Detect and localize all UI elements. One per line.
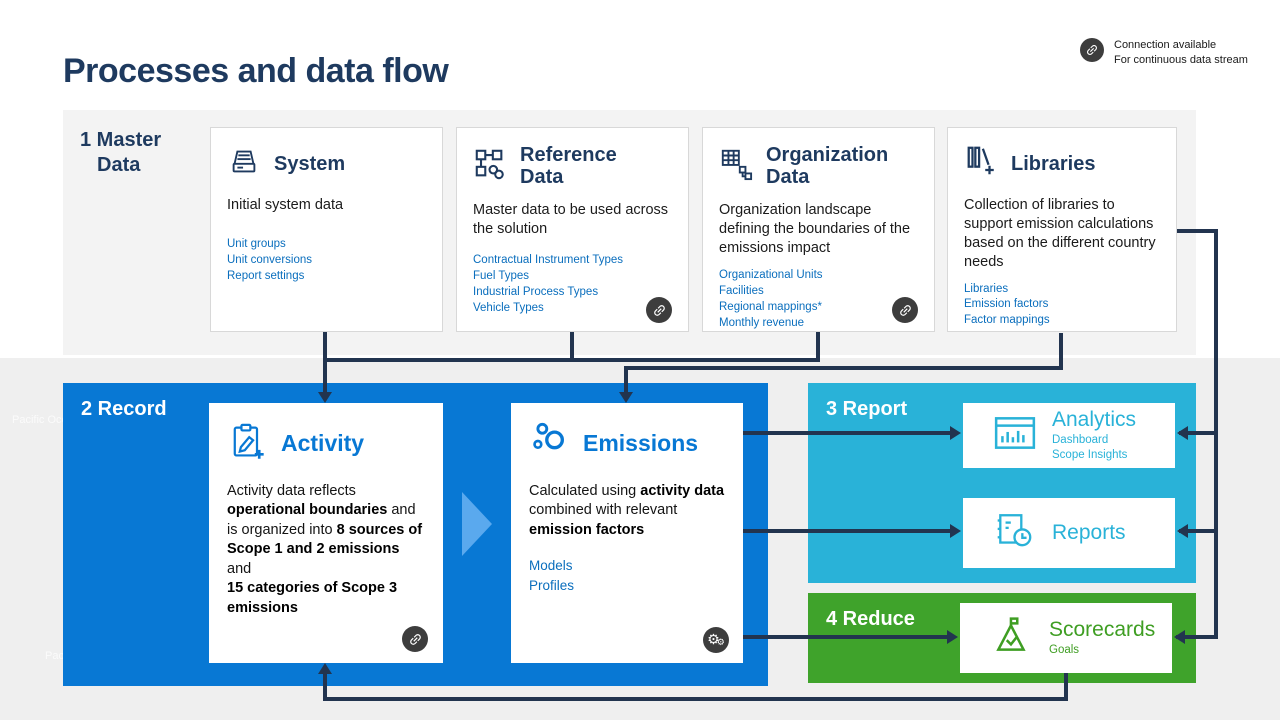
calculation-badge-gears-icon: ⚙⚙	[703, 627, 729, 653]
legend-line-2: For continuous data stream	[1114, 53, 1248, 66]
arrowhead-into-analytics	[950, 426, 961, 440]
card-title-analytics: Analytics	[1052, 407, 1137, 431]
organization-data-icon	[719, 147, 753, 186]
connector-right-vertical	[1214, 229, 1218, 639]
map-label: Pacific Ocean	[12, 414, 80, 426]
link-dashboard[interactable]: Dashboard	[1052, 433, 1109, 446]
link-organizational-units[interactable]: Organizational Units	[719, 269, 823, 282]
connector-libraries-right	[1177, 229, 1218, 233]
connector-master-bus	[323, 358, 820, 362]
card-body-emissions: Calculated using activity data combined …	[529, 483, 725, 538]
connector-organization-down	[816, 332, 820, 362]
link-models[interactable]: Models	[529, 558, 573, 574]
flow-chevron-icon	[462, 492, 492, 556]
link-profiles[interactable]: Profiles	[529, 577, 575, 593]
connector-libraries-to-emissions	[624, 366, 1063, 370]
card-body-libraries: Collection of libraries to support emiss…	[964, 197, 1156, 271]
card-reference-data: Reference Data Master data to be used ac…	[456, 127, 689, 332]
connection-badge-link-icon	[402, 626, 428, 652]
link-factor-mappings[interactable]: Factor mappings	[964, 314, 1050, 327]
card-emissions: Emissions Calculated using activity data…	[511, 403, 743, 663]
card-title-reports: Reports	[1052, 520, 1126, 544]
connector-bottom-loop	[323, 697, 1068, 701]
card-libraries: Libraries Collection of libraries to sup…	[947, 127, 1177, 332]
link-goals[interactable]: Goals	[1049, 643, 1080, 656]
libraries-icon	[964, 144, 998, 183]
connector-into-activity	[323, 358, 327, 394]
legend-line-1: Connection available	[1114, 39, 1217, 51]
arrowhead-right-into-reports	[1177, 524, 1188, 538]
link-vehicle-types[interactable]: Vehicle Types	[473, 301, 544, 314]
section-label-record: 2 Record	[81, 398, 167, 420]
system-icon	[227, 144, 261, 183]
connector-libraries-down	[1059, 333, 1063, 370]
card-body-system: Initial system data	[227, 197, 344, 213]
arrowhead-into-activity	[318, 392, 332, 403]
connection-legend: Connection available For continuous data…	[1080, 38, 1248, 68]
arrowhead-into-scorecards	[947, 630, 958, 644]
link-industrial-process-types[interactable]: Industrial Process Types	[473, 285, 599, 298]
connector-reference-down	[570, 332, 574, 362]
section-label-reduce: 4 Reduce	[826, 608, 915, 630]
link-fuel-types[interactable]: Fuel Types	[473, 270, 530, 283]
card-title-activity: Activity	[281, 430, 365, 456]
link-regional-mappings[interactable]: Regional mappings*	[719, 301, 822, 314]
connector-emissions-to-analytics	[743, 431, 953, 435]
link-contractual-instrument-types[interactable]: Contractual Instrument Types	[473, 254, 623, 267]
connector-emissions-to-reports	[743, 529, 953, 533]
card-title-organization-data: Organization Data	[766, 144, 889, 188]
card-title-emissions: Emissions	[583, 430, 699, 456]
card-organization-data: Organization Data Organization landscape…	[702, 127, 935, 332]
arrowhead-into-reports	[950, 524, 961, 538]
connection-badge-link-icon	[892, 297, 918, 323]
connector-loop-into-activity	[323, 674, 327, 699]
connection-link-icon	[1080, 38, 1104, 62]
scorecards-icon	[990, 615, 1034, 662]
connector-emissions-to-scorecards	[743, 635, 950, 639]
link-unit-conversions[interactable]: Unit conversions	[227, 253, 313, 266]
analytics-icon	[993, 414, 1037, 457]
section-label-report: 3 Report	[826, 398, 908, 420]
connector-into-emissions	[624, 366, 628, 394]
link-facilities[interactable]: Facilities	[719, 285, 764, 298]
emissions-icon	[529, 421, 569, 466]
card-system: System Initial system data Unit groups U…	[210, 127, 443, 332]
section-label-master-data: 1 Master Data	[80, 129, 162, 176]
card-analytics: Analytics Dashboard Scope Insights	[963, 403, 1175, 468]
page-title: Processes and data flow	[63, 52, 449, 90]
reports-icon	[993, 510, 1037, 557]
connector-right-to-scorecards	[1176, 635, 1216, 639]
arrowhead-into-emissions	[619, 392, 633, 403]
link-emission-factors[interactable]: Emission factors	[964, 298, 1049, 311]
connection-badge-link-icon	[646, 297, 672, 323]
card-title-reference-data: Reference Data	[520, 144, 617, 188]
card-body-organization-data: Organization landscape defining the boun…	[719, 202, 911, 257]
arrowhead-right-into-analytics	[1177, 426, 1188, 440]
card-scorecards: Scorecards Goals	[960, 603, 1172, 673]
card-activity: Activity Activity data reflects operatio…	[209, 403, 443, 663]
arrowhead-loop-into-activity	[318, 663, 332, 674]
arrowhead-right-into-scorecards	[1174, 630, 1185, 644]
connector-right-to-reports	[1179, 529, 1216, 533]
card-title-libraries: Libraries	[1011, 152, 1096, 175]
link-scope-insights[interactable]: Scope Insights	[1052, 448, 1128, 461]
connector-right-to-analytics	[1179, 431, 1216, 435]
reference-data-icon	[473, 147, 507, 186]
link-monthly-revenue[interactable]: Monthly revenue	[719, 316, 805, 329]
card-body-reference-data: Master data to be used across the soluti…	[473, 202, 669, 238]
card-reports: Reports	[963, 498, 1175, 568]
link-libraries[interactable]: Libraries	[964, 282, 1009, 295]
link-unit-groups[interactable]: Unit groups	[227, 238, 286, 251]
connector-system-down	[323, 332, 327, 362]
link-report-settings[interactable]: Report settings	[227, 269, 305, 282]
card-title-system: System	[274, 152, 346, 175]
activity-icon	[227, 421, 267, 466]
card-body-activity: Activity data reflects operational bound…	[227, 483, 423, 616]
card-title-scorecards: Scorecards	[1049, 617, 1156, 641]
connector-scorecards-down	[1064, 673, 1068, 701]
